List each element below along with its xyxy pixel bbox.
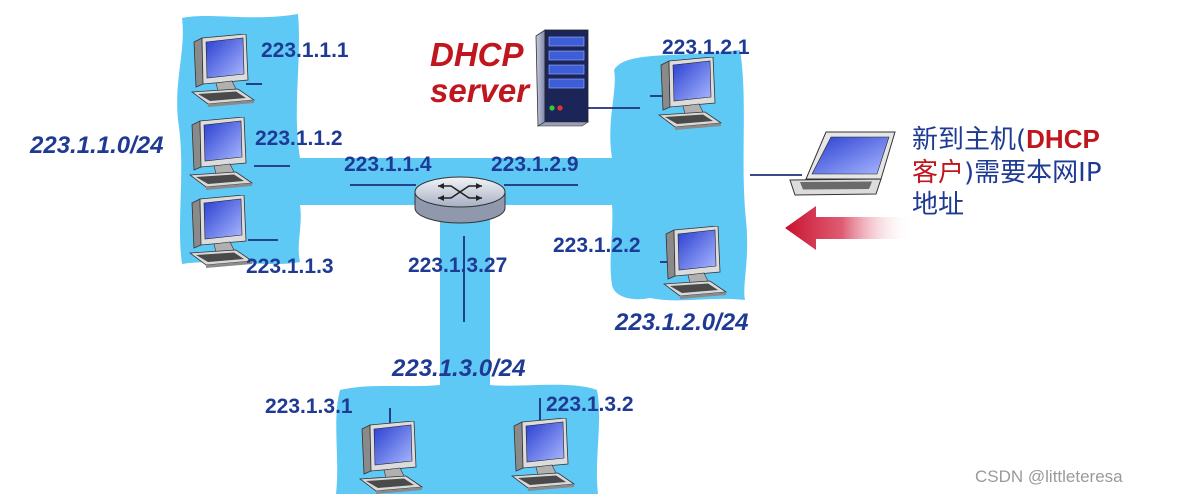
host-ip-label: 223.1.3.2 xyxy=(546,393,634,416)
desktop-computer-icon xyxy=(359,421,423,494)
dhcp-server-label: server xyxy=(430,72,531,109)
host-ip-label: 223.1.2.1 xyxy=(662,36,750,59)
new-host-note: 客户)需要本网IP xyxy=(912,158,1102,188)
desktop-computer-icon xyxy=(663,226,727,300)
router-interface-label: 223.1.2.9 xyxy=(491,153,579,176)
desktop-computer-icon xyxy=(189,117,253,191)
desktop-computer-icon xyxy=(511,418,575,492)
desktop-computer-icon xyxy=(658,57,722,131)
host-ip-label: 223.1.3.1 xyxy=(265,395,353,418)
note-client-text: 客户 xyxy=(912,158,964,188)
left-arrow-icon xyxy=(785,206,912,250)
watermark: CSDN @littleteresa xyxy=(975,467,1123,486)
new-host-note: 新到主机(DHCP xyxy=(912,124,1100,155)
server-icon xyxy=(535,29,589,127)
subnet-prefix-label: 223.1.2.0/24 xyxy=(614,309,748,336)
router-interface-label: 223.1.1.4 xyxy=(344,153,432,176)
dhcp-server-label: DHCP xyxy=(430,36,524,73)
subnet-prefix-label: 223.1.3.0/24 xyxy=(391,355,525,382)
host-ip-label: 223.1.1.3 xyxy=(246,255,334,278)
note-text: )需要本网IP xyxy=(964,158,1102,188)
desktop-computer-icon xyxy=(191,34,255,108)
new-host-note: 地址 xyxy=(912,190,964,220)
host-ip-label: 223.1.2.2 xyxy=(553,234,641,257)
network-region xyxy=(177,14,748,494)
router-interface-label: 223.1.3.27 xyxy=(408,254,507,277)
laptop-icon xyxy=(789,131,896,196)
note-dhcp-text: DHCP xyxy=(1026,124,1100,154)
host-ip-label: 223.1.1.1 xyxy=(261,39,349,62)
router-icon xyxy=(414,176,506,224)
host-ip-label: 223.1.1.2 xyxy=(255,127,343,150)
note-text: 新到主机( xyxy=(912,125,1026,155)
desktop-computer-icon xyxy=(189,195,253,269)
subnet-prefix-label: 223.1.1.0/24 xyxy=(29,132,163,159)
